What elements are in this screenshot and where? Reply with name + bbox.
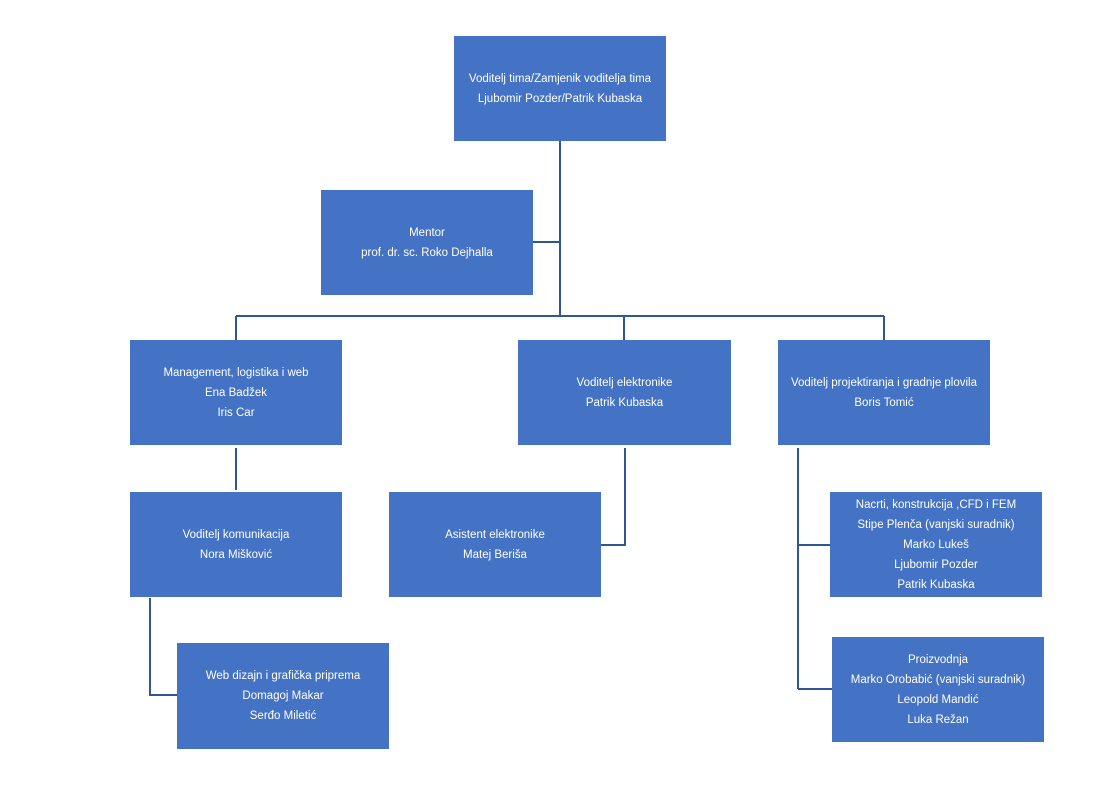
drawings-construction-box: Nacrti, konstrukcija ,CFD i FEM Stipe Ple… [830, 492, 1042, 597]
node-member-name: Ena Badžek [204, 386, 267, 399]
node-member-name: Domagoj Makar [242, 690, 324, 702]
connector-to-electronics-assistant [601, 448, 626, 546]
node-role-label: Nacrti, konstrukcija ,CFD i FEM [855, 498, 1017, 511]
node-role-label: Management, logistika i web [163, 366, 309, 379]
node-member-name: Patrik Kubaska [897, 578, 975, 591]
node-member-name: Luka Režan [907, 713, 969, 726]
node-role-label: Web dizajn i grafička priprema [205, 670, 361, 682]
node-role-label: Voditelj komunikacija [182, 528, 290, 541]
node-member-name: Ljubomir Pozder [894, 558, 978, 571]
node-role-label: Voditelj projektiranja i gradnje plovila [790, 376, 978, 389]
node-role-label: Voditelj tima/Zamjenik voditelja tima [468, 72, 652, 85]
node-role-label: Voditelj elektronike [576, 376, 673, 389]
node-role-label: Asistent elektronike [445, 528, 545, 541]
node-member-name: prof. dr. sc. Roko Dejhalla [361, 246, 493, 259]
node-member-name: Serđo Miletić [249, 710, 317, 722]
node-member-name: Marko Lukeš [903, 538, 969, 551]
node-member-name: Ljubomir Pozder/Patrik Kubaska [477, 92, 643, 105]
node-member-name: Marko Orobabić (vanjski suradnik) [850, 673, 1026, 686]
node-member-name: Matej Beriša [463, 548, 527, 561]
mentor-box: Mentor prof. dr. sc. Roko Dejhalla [321, 190, 533, 295]
node-role-label: Mentor [409, 226, 445, 239]
node-member-name: Boris Tomić [854, 396, 914, 409]
node-member-name: Patrik Kubaska [585, 396, 664, 409]
node-member-name: Iris Car [217, 406, 255, 419]
node-role-label: Proizvodnja [907, 653, 969, 666]
node-member-name: Stipe Plenča (vanjski suradnik) [857, 518, 1015, 531]
connector-to-web-design [149, 598, 177, 696]
design-lead-box: Voditelj projektiranja i gradnje plovila… [778, 340, 990, 445]
node-member-name: Leopold Mandić [897, 693, 979, 706]
node-member-name: Nora Mišković [199, 548, 273, 561]
